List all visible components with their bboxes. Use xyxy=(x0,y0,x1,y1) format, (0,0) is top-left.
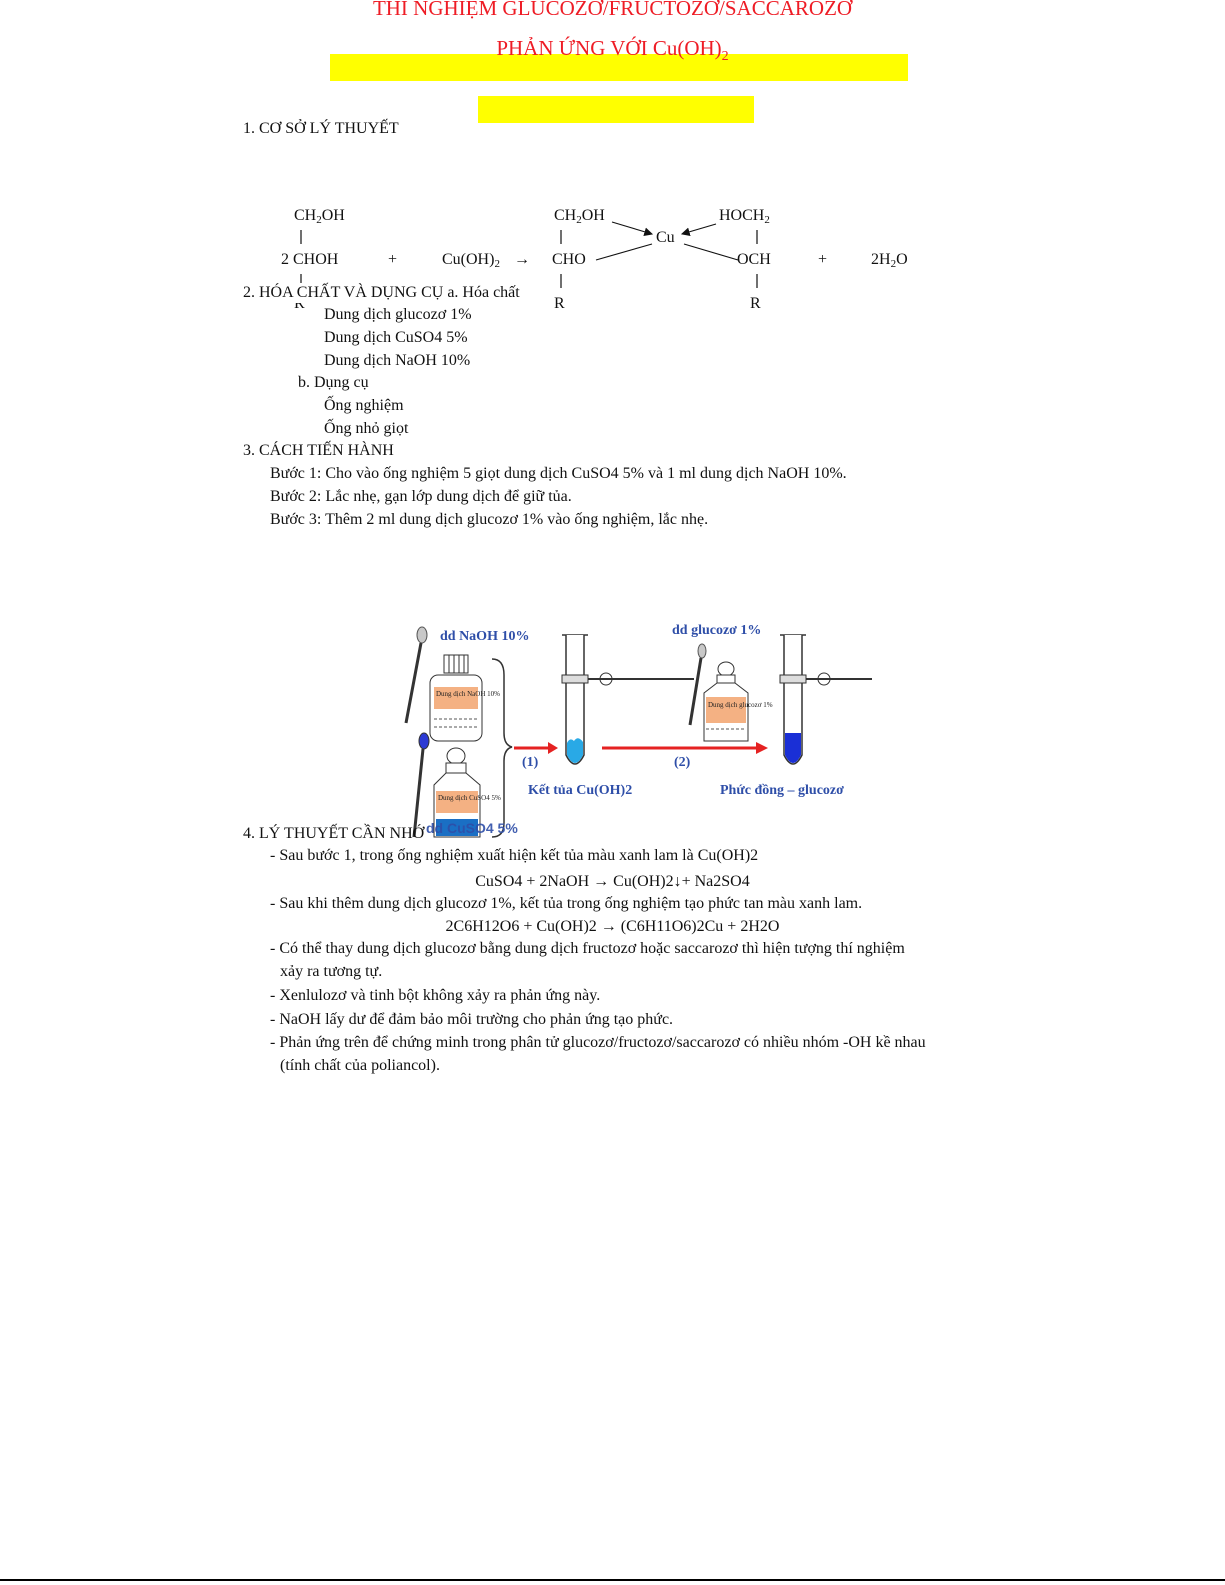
p-left-top: CH2OH xyxy=(554,207,605,226)
theory-item-cont: (tính chất của poliancol). xyxy=(280,1057,440,1074)
glucose-bottle-icon: Dung dịch glucozơ 1% xyxy=(703,661,773,742)
p-right-top: HOCH2 xyxy=(719,207,770,226)
cuso4-dropper-icon xyxy=(412,732,430,838)
p-right-bottom: R xyxy=(750,295,761,312)
r1-bottom: R xyxy=(294,295,305,312)
title-line-2: PHẢN ỨNG VỚI Cu(OH)2 xyxy=(0,36,1225,69)
water: 2H2O xyxy=(871,251,908,270)
cuso4-label: dd CuSO4 5% xyxy=(426,820,518,836)
tools-heading: b. Dụng cụ xyxy=(298,374,369,391)
p-left-bottom: R xyxy=(554,295,565,312)
theory-item: - Phản ứng trên để chứng minh trong phân… xyxy=(270,1034,926,1051)
complex-label: Phức đồng – glucozơ xyxy=(720,783,844,798)
equation-2: 2C6H12O6 + Cu(OH)2 → (C6H11O6)2Cu + 2H2O xyxy=(445,918,780,935)
section-3-heading: 3. CÁCH TIẾN HÀNH xyxy=(243,442,394,459)
glucose-dropper-icon xyxy=(688,643,707,726)
highlight-bar-title xyxy=(330,54,908,81)
cuso4-bottle-text: Dung dịch CuSO4 5% xyxy=(438,794,501,802)
title-line-1: THÍ NGHIỆM GLUCOZƠ/FRUCTOZƠ/SACCAROZƠ xyxy=(372,0,853,20)
plus-1: + xyxy=(388,251,397,268)
theory-item: - Sau bước 1, trong ống nghiệm xuất hiện… xyxy=(270,847,759,864)
theory-item-cont: xảy ra tương tự. xyxy=(280,963,383,980)
step-1-label: (1) xyxy=(522,755,539,770)
naoh-bottle-icon: Dung dịch NaOH 10% xyxy=(429,654,500,742)
plus-2: + xyxy=(818,251,827,268)
r1-top: CH2OH xyxy=(294,207,345,226)
reaction-equation: CH2OH 2 CHOH R + Cu(OH)2 → CH2OH CHO R C… xyxy=(281,207,908,312)
section-4-heading: 4. LÝ THUYẾT CẦN NHỚ xyxy=(243,825,425,842)
step-item: Bước 2: Lắc nhẹ, gạn lớp dung dịch để gi… xyxy=(270,488,572,505)
chemical-item: Dung dịch NaOH 10% xyxy=(324,352,471,369)
tool-item: Ống nghiệm xyxy=(324,397,404,414)
experiment-figure: dd NaOH 10% dd glucozơ 1% Kết tủa Cu(OH)… xyxy=(404,623,872,838)
p-left-mid: CHO xyxy=(552,251,586,268)
brace xyxy=(491,658,513,838)
glucose-bottle-text: Dung dịch glucozơ 1% xyxy=(708,701,773,709)
precipitate-label: Kết tủa Cu(OH)2 xyxy=(528,783,632,798)
title-line-2-sub: 2 xyxy=(721,49,729,65)
step-item: Bước 3: Thêm 2 ml dung dịch glucozơ 1% v… xyxy=(270,511,709,528)
naoh-dropper-icon xyxy=(404,626,428,724)
test-tube-2-icon xyxy=(779,634,872,765)
chemical-item: Dung dịch CuSO4 5% xyxy=(324,329,468,346)
section-1-heading: 1. CƠ SỞ LÝ THUYẾT xyxy=(243,120,399,137)
theory-item: - Sau khi thêm dung dịch glucozơ 1%, kết… xyxy=(270,895,863,912)
r1-mid: 2 CHOH xyxy=(281,251,339,268)
reaction-arrow: → xyxy=(514,251,530,268)
highlight-bar-small xyxy=(478,96,754,123)
theory-item: - Có thể thay dung dịch glucozơ bằng dun… xyxy=(270,940,905,957)
title-line-2-text: PHẢN ỨNG VỚI Cu(OH) xyxy=(496,36,722,60)
naoh-bottle-text: Dung dịch NaOH 10% xyxy=(436,690,500,698)
chemical-item: Dung dịch glucozơ 1% xyxy=(324,306,472,323)
section-2-heading: 2. HÓA CHẤT VÀ DỤNG CỤ a. Hóa chất xyxy=(243,283,522,303)
cu-center: Cu xyxy=(656,229,675,246)
step-item: Bước 1: Cho vào ống nghiệm 5 giọt dung d… xyxy=(270,465,847,482)
naoh-label: dd NaOH 10% xyxy=(440,629,529,644)
equation-1: CuSO4 + 2NaOH → Cu(OH)2↓+ Na2SO4 xyxy=(475,873,750,890)
cuso4-bottle-icon: Dung dịch CuSO4 5% xyxy=(433,747,501,838)
glucose-label: dd glucozơ 1% xyxy=(672,623,761,638)
theory-item: - Xenlulozơ và tinh bột không xảy ra phả… xyxy=(270,987,601,1004)
test-tube-1-icon xyxy=(561,634,694,765)
theory-item: - NaOH lấy dư để đảm bảo môi trường cho … xyxy=(270,1011,674,1028)
tool-item: Ống nhỏ giọt xyxy=(324,420,409,437)
step-2-label: (2) xyxy=(674,755,691,770)
reagent: Cu(OH)2 xyxy=(442,251,500,270)
page-bottom-border xyxy=(0,1579,1225,1581)
p-right-mid: OCH xyxy=(737,251,771,268)
